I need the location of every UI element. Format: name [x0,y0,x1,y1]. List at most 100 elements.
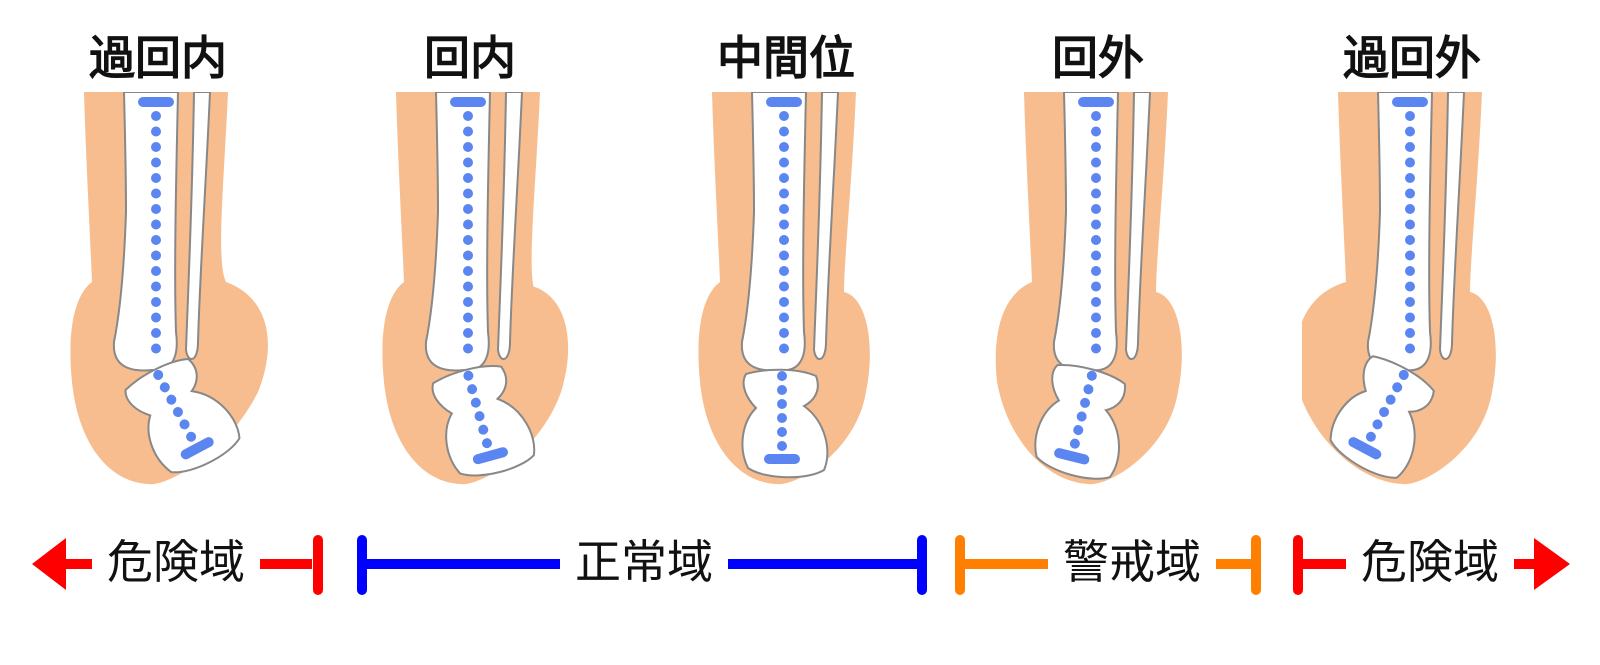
leg-axis-dot [463,235,473,245]
heel-axis-dot [467,384,478,395]
leg-axis-dot [151,343,161,354]
heel-axis-dot [478,424,489,435]
leg-axis-dot [1091,250,1101,261]
leg-axis-dot [463,126,473,137]
leg-axis-dot [151,188,161,199]
tibia-bone [112,92,180,372]
panel-title-pronation: 回内 [424,31,516,85]
leg-axis-dot [779,173,789,183]
leg-axis-dot [1405,126,1415,137]
leg-axis-dot [463,250,473,261]
calcaneus-group [431,365,536,477]
leg-axis-dot [463,142,473,152]
leg-axis-top [1392,97,1428,107]
heel-axis-dot [153,369,164,380]
leg-axis-dot [779,328,789,338]
heel-axis-dot [1372,419,1383,430]
heel-axis-end [1054,448,1090,465]
foot-illustration-neutral [676,92,896,492]
leg-axis-dot [151,235,161,245]
leg-axis-dot [463,157,473,168]
leg-axis-dot [151,126,161,137]
panel-title-over-supination: 過回外 [1343,31,1481,85]
leg-axis-dot [779,250,789,261]
heel-axis-dot [1398,369,1409,380]
leg-axis-dot [151,312,161,323]
left-arrow-icon [32,538,66,590]
heel-axis-dot [463,370,474,381]
leg-axis-dot [779,266,789,276]
heel-axis-dot [1365,431,1376,442]
leg-axis-dot [463,173,473,183]
leg-axis-dot [151,111,161,121]
foot-illustration-supination [988,92,1208,492]
calcaneus-group [1329,355,1435,479]
leg-axis-dot [1405,250,1415,261]
danger-right-label: 危険域 [1346,532,1514,592]
leg-axis-dot [1091,219,1101,230]
leg-axis-dot [779,188,789,199]
leg-axis-dot [1091,188,1101,199]
fibula-bone [1124,92,1152,360]
heel-axis-dot [1076,411,1087,422]
leg-axis-dot [151,173,161,183]
leg-axis-dot [1091,204,1101,214]
leg-axis-dot [779,111,789,121]
heel-axis-dot [777,427,787,437]
heel-axis-dot [777,413,787,423]
leg-axis-dot [1091,328,1101,338]
leg-axis-dot [1091,281,1101,292]
heel-axis-dot [159,382,170,393]
heel-axis-end [472,447,508,465]
leg-axis-dot [1091,173,1101,183]
leg-axis-dot [779,219,789,230]
leg-axis-dot [779,343,789,354]
calcaneus-group [1034,364,1126,480]
leg-axis-dot [463,297,473,307]
fibula-bone [1438,92,1466,360]
leg-axis-dot [151,157,161,168]
leg-axis-dot [151,281,161,292]
leg-axis-dot [463,266,473,276]
foot-illustration-over-supination [1302,92,1522,492]
leg-axis-dot [1091,126,1101,137]
heel-axis-dot [1080,397,1091,408]
leg-axis-dot [1405,266,1415,276]
leg-axis-dot [1405,219,1415,230]
leg-axis-top [450,97,486,107]
heel-axis-dot [1392,382,1403,393]
panel-title-over-pronation: 過回内 [89,31,227,85]
calcaneus-group [124,357,241,474]
leg-axis-dot [779,204,789,214]
heel-axis-dot [1385,394,1396,405]
leg-axis-dot [1091,142,1101,152]
leg-axis-dot [1405,328,1415,338]
leg-axis-dot [779,297,789,307]
leg-axis-dot [151,250,161,261]
leg-axis-dot [1405,281,1415,292]
leg-axis-dot [1405,343,1415,354]
heel-axis-end [764,454,800,464]
leg-axis-dot [1405,111,1415,121]
fibula-bone [184,92,212,360]
leg-axis-dot [1405,157,1415,168]
heel-axis-dot [1083,384,1094,395]
danger-left-label: 危険域 [92,532,260,592]
heel-axis-dot [481,438,492,449]
foot-illustration-over-pronation [48,92,268,492]
leg-axis-dot [779,157,789,168]
normal-label: 正常域 [560,532,728,592]
leg-axis-dot [1091,266,1101,276]
leg-axis-dot [463,343,473,354]
right-arrow-icon [1534,538,1570,590]
leg-axis-dot [1405,173,1415,183]
heel-axis-end [1348,437,1382,460]
leg-axis-dot [1405,297,1415,307]
leg-axis-dot [463,281,473,292]
heel-axis-dot [474,411,485,422]
panel-title-neutral: 中間位 [717,31,855,85]
leg-axis-dot [463,188,473,199]
leg-axis-dot [463,328,473,338]
leg-axis-dot [463,111,473,121]
leg-axis-dot [779,281,789,292]
